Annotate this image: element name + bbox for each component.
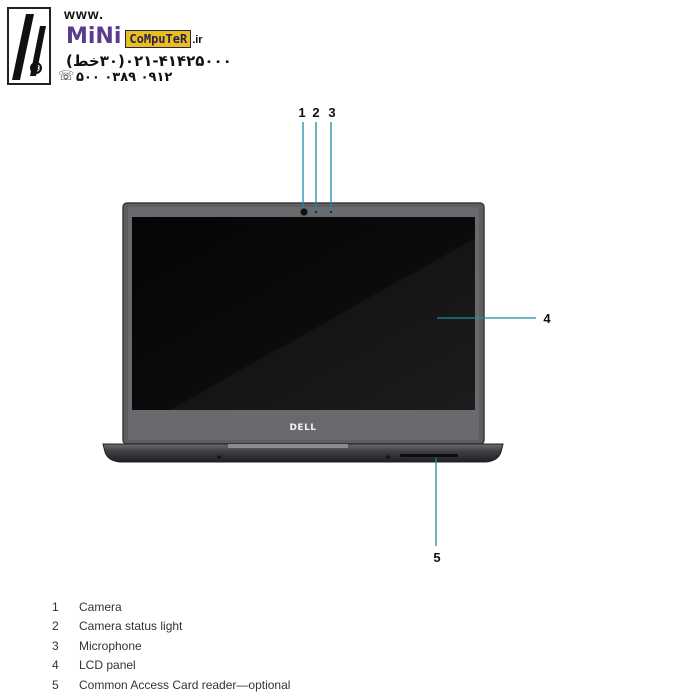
legend-number: 1 [52,599,59,614]
lcd-panel [132,217,475,410]
camera-lens [300,208,308,216]
legend-number: 5 [52,677,59,692]
watermark-brand-computer: CoMpuTeR [125,30,192,48]
dell-logo: DELL [289,423,316,433]
legend-item: 2 Camera status light [52,617,290,637]
legend-label: Camera status light [79,619,183,634]
legend-number: 4 [52,658,59,673]
callout-number-4: 4 [543,311,551,326]
brand-mark-icon: @ [7,7,51,85]
legend-item: 3 Microphone [52,636,290,656]
watermark-phone-2: ۰۹۱۲ ۰۳۸۹ ۵۰۰ [76,70,173,85]
microphone [329,210,333,214]
watermark-logo: @ www. MiNi CoMpuTeR .ir ۰۲۱-۴۱۴۲۵۰۰۰(۳۰… [4,4,264,88]
laptop-base [102,443,504,463]
watermark-brand-mini: MiNi [66,24,122,49]
watermark-brand: MiNi CoMpuTeR .ir [66,24,203,49]
card-reader-slot [400,454,458,457]
callout-number-2: 2 [312,105,319,120]
legend-label: Common Access Card reader—optional [79,677,291,692]
legend-item: 5 Common Access Card reader—optional [52,675,290,695]
legend-item: 1 Camera [52,597,290,617]
laptop-front-view-diagram: DELL 1 2 3 4 5 [102,105,551,565]
legend-item: 4 LCD panel [52,656,290,676]
camera-status-light [314,210,318,214]
legend-label: Camera [79,599,122,614]
callout-number-5: 5 [433,550,440,565]
callout-number-3: 3 [328,105,335,120]
callout-number-1: 1 [298,105,305,120]
watermark-phone-1: ۰۲۱-۴۱۴۲۵۰۰۰(۳۰خط) [66,52,232,70]
legend-number: 3 [52,638,59,653]
watermark-www: www. [64,6,105,22]
watermark-brand-tld: .ir [192,34,203,46]
component-legend: 1 Camera 2 Camera status light 3 Microph… [52,597,290,695]
base-screw-right [386,455,390,459]
phone-icon: ☏ [58,68,75,83]
legend-label: Microphone [79,638,142,653]
svg-text:@: @ [33,65,40,73]
legend-number: 2 [52,619,59,634]
legend-label: LCD panel [79,658,136,673]
base-screw-left [217,455,221,459]
